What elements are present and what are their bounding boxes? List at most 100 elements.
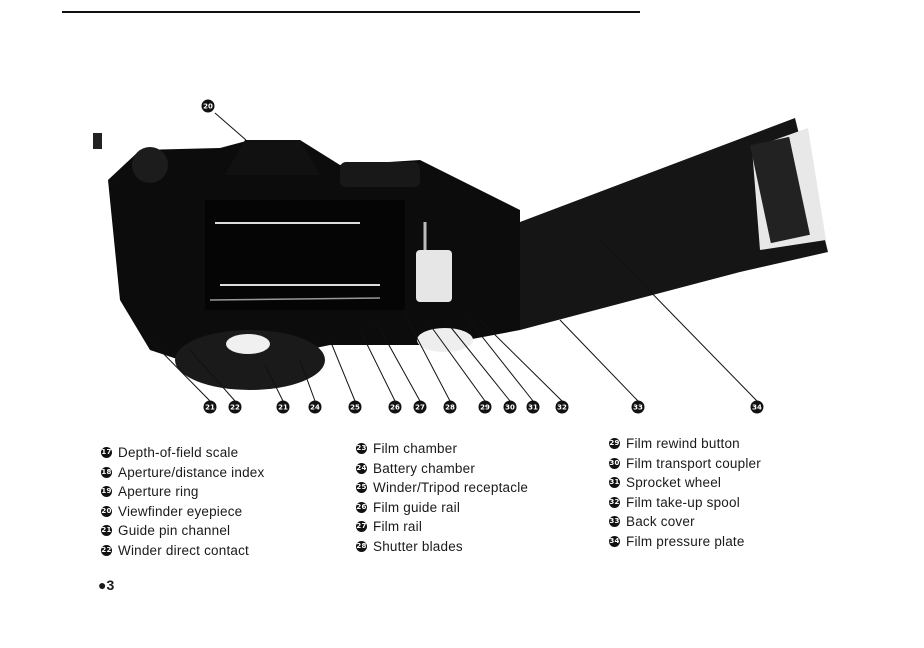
- camera-figure: 20 21 22 21 24 25 26 27 28 29 30 31 32 33 34: [93, 99, 828, 414]
- callout-number-badge: 20: [101, 505, 112, 517]
- legend-column-1: 17 Depth-of-field scale 18 Aperture/distanc…: [101, 443, 264, 560]
- leader-line: [464, 314, 534, 402]
- leader-line: [559, 319, 639, 402]
- leader-line: [359, 329, 396, 402]
- leader-line: [149, 339, 211, 402]
- callout-number-badge: 21: [101, 525, 112, 537]
- leader-line: [329, 339, 356, 402]
- legend-label: Battery chamber: [373, 460, 476, 476]
- figure-callout: 33: [631, 400, 645, 414]
- figure-callout: 24: [308, 400, 322, 414]
- legend-label: Depth-of-field scale: [118, 445, 239, 461]
- legend-label: Film pressure plate: [626, 533, 745, 549]
- page-number: ●3: [98, 577, 115, 593]
- svg-text:31: 31: [528, 404, 538, 412]
- legend-item: 34 Film pressure plate: [609, 532, 761, 552]
- leader-line: [189, 349, 236, 402]
- figure-callout: 32: [555, 400, 569, 414]
- legend-item: 20 Viewfinder eyepiece: [101, 502, 264, 522]
- callout-number-badge: 27: [356, 521, 367, 533]
- leader-line: [264, 364, 284, 402]
- back-cover: [440, 118, 828, 330]
- legend-label: Back cover: [626, 514, 695, 530]
- leader-line: [404, 314, 451, 402]
- svg-text:22: 22: [230, 404, 240, 412]
- figure-callout: 21: [276, 400, 290, 414]
- legend-label: Film take-up spool: [626, 494, 740, 510]
- svg-text:29: 29: [480, 404, 490, 412]
- callout-number-badge: 19: [101, 486, 112, 498]
- legend-item: 32 Film take-up spool: [609, 493, 761, 513]
- figure-callout: 21: [203, 400, 217, 414]
- figure-callout: 26: [388, 400, 402, 414]
- svg-text:24: 24: [310, 404, 320, 412]
- leader-line: [599, 239, 758, 402]
- svg-text:30: 30: [505, 404, 515, 412]
- callout-number-badge: 30: [609, 457, 620, 469]
- svg-text:33: 33: [633, 404, 643, 412]
- svg-text:26: 26: [390, 404, 400, 412]
- svg-text:32: 32: [557, 404, 567, 412]
- legend-item: 25 Winder/Tripod receptacle: [356, 478, 528, 498]
- legend-item: 21 Guide pin channel: [101, 521, 264, 541]
- leader-line: [299, 359, 316, 402]
- legend-label: Shutter blades: [373, 538, 463, 554]
- legend-label: Film guide rail: [373, 499, 461, 515]
- figure-callout: 25: [348, 400, 362, 414]
- leader-line: [429, 324, 486, 402]
- legend-label: Aperture/distance index: [118, 464, 265, 480]
- legend-item: 33 Back cover: [609, 512, 761, 532]
- take-up-spool: [416, 250, 452, 302]
- callout-number-badge: 26: [356, 501, 367, 513]
- legend-item: 24 Battery chamber: [356, 459, 528, 479]
- legend-item: 31 Sprocket wheel: [609, 473, 761, 493]
- callout-number-badge: 18: [101, 466, 112, 478]
- figure-callout: 20: [201, 99, 215, 113]
- legend-label: Winder direct contact: [118, 542, 249, 558]
- legend-label: Guide pin channel: [118, 523, 231, 539]
- callout-number-badge: 17: [101, 447, 112, 459]
- svg-text:34: 34: [752, 404, 762, 412]
- svg-text:25: 25: [350, 404, 360, 412]
- legend-item: 27 Film rail: [356, 517, 528, 537]
- callout-number-badge: 32: [609, 496, 620, 508]
- callout-number-badge: 31: [609, 477, 620, 489]
- legend-label: Film rewind button: [626, 436, 740, 452]
- prism-housing: [225, 140, 320, 175]
- legend-item: 26 Film guide rail: [356, 498, 528, 518]
- legend-item: 22 Winder direct contact: [101, 541, 264, 561]
- callout-number-badge: 25: [356, 482, 367, 494]
- legend-label: Sprocket wheel: [626, 475, 722, 491]
- legend-item: 28 Shutter blades: [356, 537, 528, 557]
- legend-item: 18 Aperture/distance index: [101, 463, 264, 483]
- leader-line: [444, 319, 511, 402]
- legend-label: Film rail: [373, 519, 423, 535]
- callout-number-badge: 33: [609, 516, 620, 528]
- callout-number-badge: 24: [356, 462, 367, 474]
- legend-item: 17 Depth-of-field scale: [101, 443, 264, 463]
- figure-callout: 29: [478, 400, 492, 414]
- callout-number-badge: 22: [101, 544, 112, 556]
- leader-line: [374, 319, 421, 402]
- svg-text:28: 28: [445, 404, 455, 412]
- figure-callout: 30: [503, 400, 517, 414]
- figure-callout: 27: [413, 400, 427, 414]
- callout-number-badge: 34: [609, 535, 620, 547]
- callout-number-badge: 28: [356, 540, 367, 552]
- callout-number-badge: 23: [356, 443, 367, 455]
- legend-label: Winder/Tripod receptacle: [373, 480, 529, 496]
- svg-text:21: 21: [278, 404, 288, 412]
- leader-line: [479, 319, 563, 402]
- figure-callout: 31: [526, 400, 540, 414]
- svg-text:21: 21: [205, 404, 215, 412]
- figure-callout: 28: [443, 400, 457, 414]
- svg-text:27: 27: [415, 404, 425, 412]
- legend-label: Viewfinder eyepiece: [118, 503, 243, 519]
- top-rule: [62, 11, 640, 13]
